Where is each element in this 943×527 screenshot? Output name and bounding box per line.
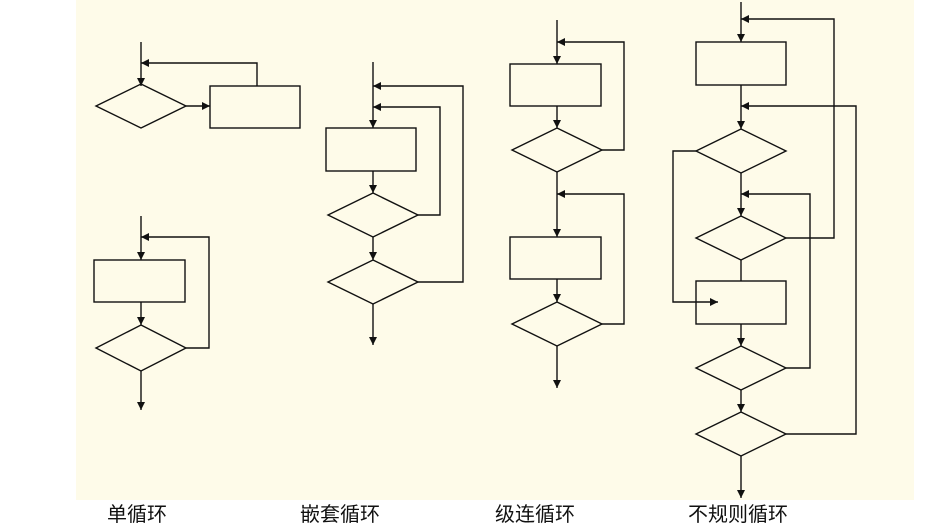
process-box: [93, 259, 186, 303]
decision-diamond-4: [694, 411, 788, 457]
decision-diamond-3: [694, 345, 788, 391]
inner-decision-diamond: [326, 192, 420, 238]
single-loop-bottom: [93, 216, 210, 410]
caption-irregular-loop: 不规则循环: [688, 502, 788, 526]
caption-single-loop: 单循环: [107, 502, 167, 526]
decision-diamond: [94, 83, 188, 129]
cascade-loop: [509, 20, 625, 388]
decision-diamond-2: [510, 301, 604, 347]
nested-loop: [325, 62, 464, 345]
process-box: [209, 85, 301, 129]
process-box-1: [695, 41, 787, 86]
decision-diamond-2: [694, 215, 788, 261]
process-box-1: [509, 63, 602, 107]
process-box: [325, 127, 417, 172]
outer-decision-diamond: [326, 259, 420, 305]
caption-nested-loop: 嵌套循环: [300, 502, 380, 526]
irregular-loop: [672, 2, 857, 498]
single-loop-top: [94, 42, 301, 129]
decision-diamond: [94, 324, 188, 372]
caption-cascade-loop: 级连循环: [495, 502, 575, 526]
process-box-2: [509, 236, 602, 280]
diagram-panel: [76, 0, 914, 500]
decision-diamond-1: [510, 127, 604, 173]
decision-diamond-1: [694, 128, 788, 174]
